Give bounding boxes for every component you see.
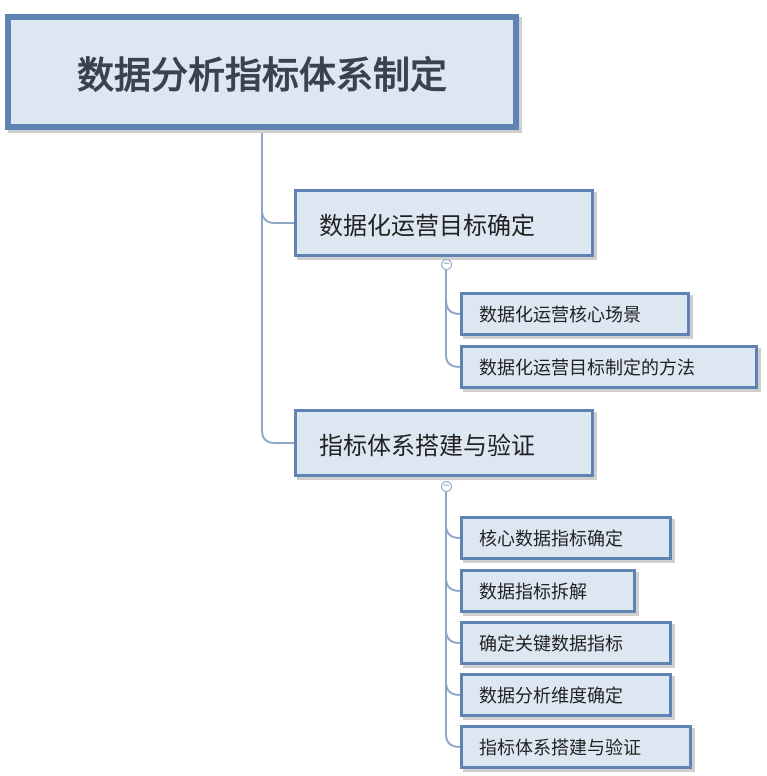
branch-node-2[interactable]: 指标体系搭建与验证: [294, 409, 594, 477]
leaf-node-label: 核心数据指标确定: [479, 529, 623, 550]
connector-branch1-child-2: [445, 354, 461, 368]
leaf-node-label: 数据指标拆解: [479, 582, 587, 603]
branch-node-2-label: 指标体系搭建与验证: [319, 431, 535, 460]
connector-branch2-child-3: [445, 629, 461, 644]
collapse-toggle-icon[interactable]: −: [441, 481, 452, 492]
connector-branch2-child-1: [445, 524, 461, 539]
root-node-label: 数据分析指标体系制定: [77, 54, 447, 97]
connector-branch2-child-5: [445, 733, 461, 748]
root-node[interactable]: 数据分析指标体系制定: [5, 14, 519, 130]
leaf-node-2-5[interactable]: 指标体系搭建与验证: [460, 725, 692, 769]
connector-branch2-child-2: [445, 577, 461, 592]
leaf-node-label: 指标体系搭建与验证: [479, 738, 641, 759]
branch-node-1-label: 数据化运营目标确定: [319, 211, 535, 240]
collapse-toggle-icon[interactable]: −: [441, 259, 452, 270]
leaf-node-1-2[interactable]: 数据化运营目标制定的方法: [460, 345, 758, 389]
leaf-node-label: 数据化运营目标制定的方法: [479, 358, 695, 379]
leaf-node-2-2[interactable]: 数据指标拆解: [460, 569, 636, 613]
connector-branch2-child-4: [445, 681, 461, 696]
leaf-node-1-1[interactable]: 数据化运营核心场景: [460, 292, 690, 336]
leaf-node-label: 数据分析维度确定: [479, 686, 623, 707]
connector-branch1-child-1: [445, 299, 461, 315]
leaf-node-label: 数据化运营核心场景: [479, 305, 641, 326]
leaf-node-2-3[interactable]: 确定关键数据指标: [460, 621, 672, 665]
branch-node-1[interactable]: 数据化运营目标确定: [294, 189, 594, 257]
leaf-node-2-1[interactable]: 核心数据指标确定: [460, 516, 672, 560]
connector-root-branch-2: [261, 210, 294, 444]
leaf-node-2-4[interactable]: 数据分析维度确定: [460, 673, 672, 717]
connector-root-branch-1: [261, 130, 294, 224]
leaf-node-label: 确定关键数据指标: [479, 634, 623, 655]
